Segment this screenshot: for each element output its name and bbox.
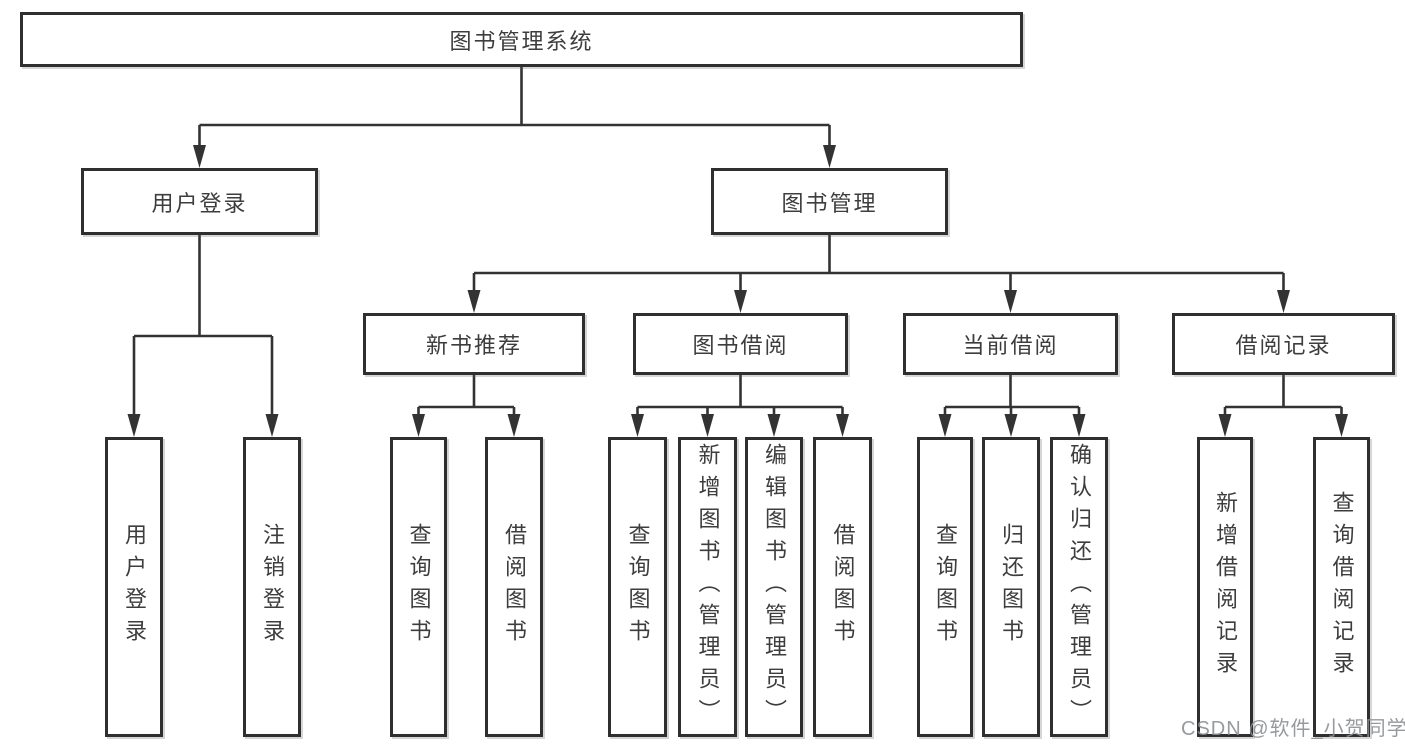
leaf-logout: 注销登录	[243, 437, 301, 737]
node-book-borrowing: 图书借阅	[633, 313, 848, 375]
leaf-user-login: 用户登录	[105, 437, 163, 737]
leaf-query-books-current: 查询图书	[917, 437, 973, 737]
leaf-return-books: 归还图书	[982, 437, 1040, 737]
leaf-borrow-books-borrowing: 借阅图书	[813, 437, 872, 737]
leaf-confirm-return-admin: 确认归还（管理员）	[1050, 437, 1108, 737]
node-new-book-recommend: 新书推荐	[363, 313, 585, 375]
node-book-management: 图书管理	[711, 168, 948, 235]
node-root: 图书管理系统	[20, 12, 1023, 67]
leaf-borrow-books-recommend: 借阅图书	[485, 437, 543, 737]
node-current-borrowing: 当前借阅	[903, 313, 1118, 375]
watermark-text: CSDN @软件_小贺同学	[1181, 718, 1405, 740]
leaf-query-borrow-record: 查询借阅记录	[1313, 437, 1370, 737]
leaf-add-books-admin: 新增图书（管理员）	[678, 437, 737, 737]
leaf-query-books-borrowing: 查询图书	[608, 437, 667, 737]
node-user-login: 用户登录	[81, 168, 318, 235]
leaf-add-borrow-record: 新增借阅记录	[1197, 437, 1253, 737]
node-borrowing-records: 借阅记录	[1172, 313, 1395, 375]
leaf-query-books-recommend: 查询图书	[390, 437, 447, 737]
leaf-edit-books-admin: 编辑图书（管理员）	[745, 437, 803, 737]
